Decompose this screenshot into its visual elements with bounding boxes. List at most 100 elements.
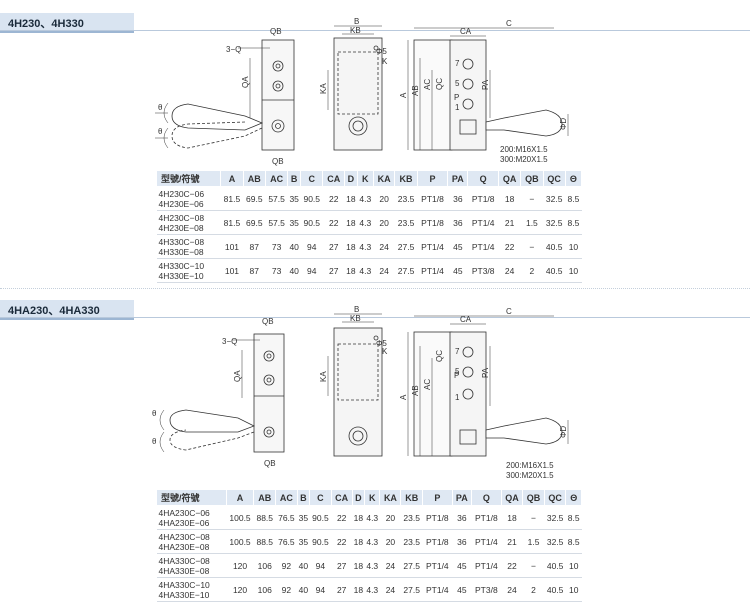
- label-a: A: [399, 394, 408, 400]
- model-name: 4HA330C−08: [158, 555, 210, 566]
- front-view: [159, 333, 285, 453]
- label-ka: KA: [319, 371, 328, 382]
- model-name: 4H330E−08: [158, 246, 204, 257]
- cell: −: [520, 186, 544, 211]
- cell: 88.5: [253, 505, 276, 530]
- cell: 27: [322, 258, 345, 283]
- cell: 36: [447, 186, 468, 211]
- cell: 20: [373, 186, 395, 211]
- model-name: 4H330C−08: [158, 236, 205, 247]
- col-a: A: [220, 170, 244, 187]
- cell: 69.5: [243, 210, 266, 235]
- cell: 35: [297, 529, 310, 554]
- label-port-5: 5: [455, 79, 460, 88]
- col-model: 型號/符號: [156, 489, 227, 506]
- cell: PT1/4: [422, 577, 453, 602]
- col-ka: KA: [372, 170, 396, 187]
- label-qb-bottom: QB: [272, 157, 284, 166]
- label-m20: 300:M20X1.5: [500, 155, 548, 164]
- cell: 18: [344, 258, 358, 283]
- cell: 35: [297, 505, 310, 530]
- section-1-title: 4H230、4H330: [8, 18, 84, 30]
- cell: PT1/4: [422, 553, 453, 578]
- col-kb: KB: [400, 489, 424, 506]
- col-qc: QC: [542, 170, 566, 187]
- cell: 10: [565, 577, 582, 602]
- cell: 120: [226, 577, 254, 602]
- model-name: 4H230C−08: [158, 212, 205, 223]
- label-ka: KA: [319, 83, 328, 94]
- cell: 106: [253, 577, 276, 602]
- cell: 2: [522, 577, 545, 602]
- model-name: 4HA230E−06: [158, 517, 210, 528]
- model-name: 4HA230E−08: [158, 541, 210, 552]
- label-phi5: Φ5: [376, 47, 387, 56]
- cell: 4.3: [357, 186, 374, 211]
- label-port-5: 5: [455, 367, 460, 376]
- cell: 18: [498, 186, 521, 211]
- cell: 18: [352, 553, 365, 578]
- cell: PT3/8: [471, 577, 502, 602]
- cell: 45: [447, 234, 468, 259]
- cell: 23.5: [394, 210, 418, 235]
- side-view: [327, 313, 383, 457]
- col-ac: AC: [264, 170, 289, 187]
- label-ca: CA: [460, 315, 472, 324]
- label-m20: 300:M20X1.5: [506, 471, 554, 480]
- col-theta: Θ: [565, 489, 582, 506]
- cell: PT1/8: [467, 186, 499, 211]
- cell: 22: [331, 505, 353, 530]
- cell: PT1/4: [471, 553, 502, 578]
- cell: 18: [352, 505, 365, 530]
- col-k: K: [356, 170, 374, 187]
- col-a: A: [225, 489, 255, 506]
- label-port-1: 1: [455, 393, 460, 402]
- col-b: B: [287, 170, 302, 187]
- cell: 57.5: [265, 186, 288, 211]
- cell: 94: [300, 234, 323, 259]
- cell: 22: [498, 234, 521, 259]
- label-qa: QA: [241, 76, 250, 88]
- label-kb: KB: [350, 314, 361, 323]
- col-p: P: [422, 489, 453, 506]
- cell: 27.5: [400, 577, 423, 602]
- cell: −: [520, 234, 544, 259]
- label-qb-top: QB: [262, 317, 274, 326]
- cell: 57.5: [265, 210, 288, 235]
- col-p: P: [416, 170, 449, 187]
- cell: 23.5: [394, 186, 418, 211]
- cell: 21: [498, 210, 521, 235]
- label-k: K: [382, 347, 388, 356]
- col-d: D: [351, 489, 366, 506]
- label-b: B: [354, 306, 359, 314]
- col-q: Q: [471, 489, 502, 506]
- cell: 32.5: [543, 186, 566, 211]
- col-q: Q: [467, 170, 499, 187]
- col-theta: Θ: [564, 170, 583, 187]
- col-ca: CA: [322, 170, 345, 187]
- label-m16: 200:M16X1.5: [506, 461, 554, 470]
- cell: 2: [520, 258, 544, 283]
- label-ac: AC: [423, 79, 432, 90]
- cell: 76.5: [275, 505, 298, 530]
- cell: 106: [253, 553, 276, 578]
- label-b: B: [354, 18, 359, 26]
- cell: 81.5: [220, 210, 244, 235]
- cell: 27: [331, 577, 353, 602]
- label-c: C: [506, 307, 512, 316]
- cell: 18: [344, 234, 358, 259]
- cell: 101: [220, 234, 244, 259]
- cell: 23.5: [400, 505, 423, 530]
- label-qb-bottom: QB: [264, 459, 276, 468]
- cell: 94: [300, 258, 323, 283]
- col-ab: AB: [253, 489, 277, 506]
- cell: 24: [373, 234, 395, 259]
- cell: 94: [309, 577, 332, 602]
- cell: 120: [226, 553, 254, 578]
